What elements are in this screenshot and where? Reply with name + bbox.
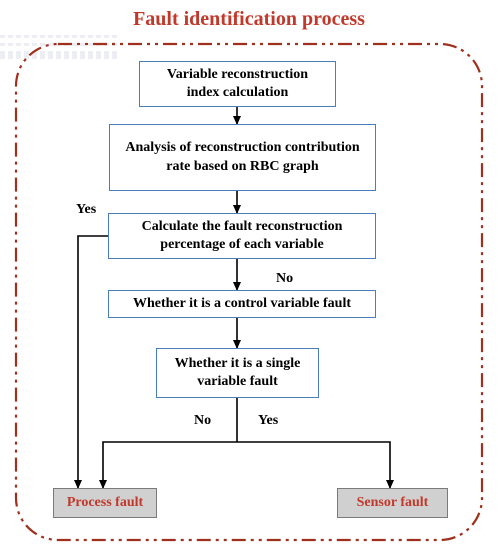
label-no-bottom: No xyxy=(194,413,212,428)
label-yes-left: Yes xyxy=(76,202,97,217)
step-reconstruction-percentage: Calculate the fault reconstruction perce… xyxy=(108,213,376,259)
arrow-yes-to-sensor xyxy=(237,441,394,489)
step-single-variable-check: Whether it is a single variable fault xyxy=(156,348,319,398)
label-yes-bottom: Yes xyxy=(258,413,279,428)
step-control-variable-check: Whether it is a control variable fault xyxy=(108,290,376,318)
outcome-process-fault: Process fault xyxy=(53,488,157,518)
step-contribution-rate: Analysis of reconstruction contribution … xyxy=(109,124,376,191)
outcome-sensor-fault: Sensor fault xyxy=(337,488,448,518)
diagram-title: Fault identification process xyxy=(133,8,365,30)
arrow-no-to-process xyxy=(99,441,237,489)
label-no-top: No xyxy=(276,271,294,286)
arrow-yes-to-process xyxy=(74,235,108,489)
faded-background-text xyxy=(0,35,120,59)
step-reconstruction-index: Variable reconstruction index calculatio… xyxy=(139,61,336,107)
dashed-frame xyxy=(14,42,484,542)
